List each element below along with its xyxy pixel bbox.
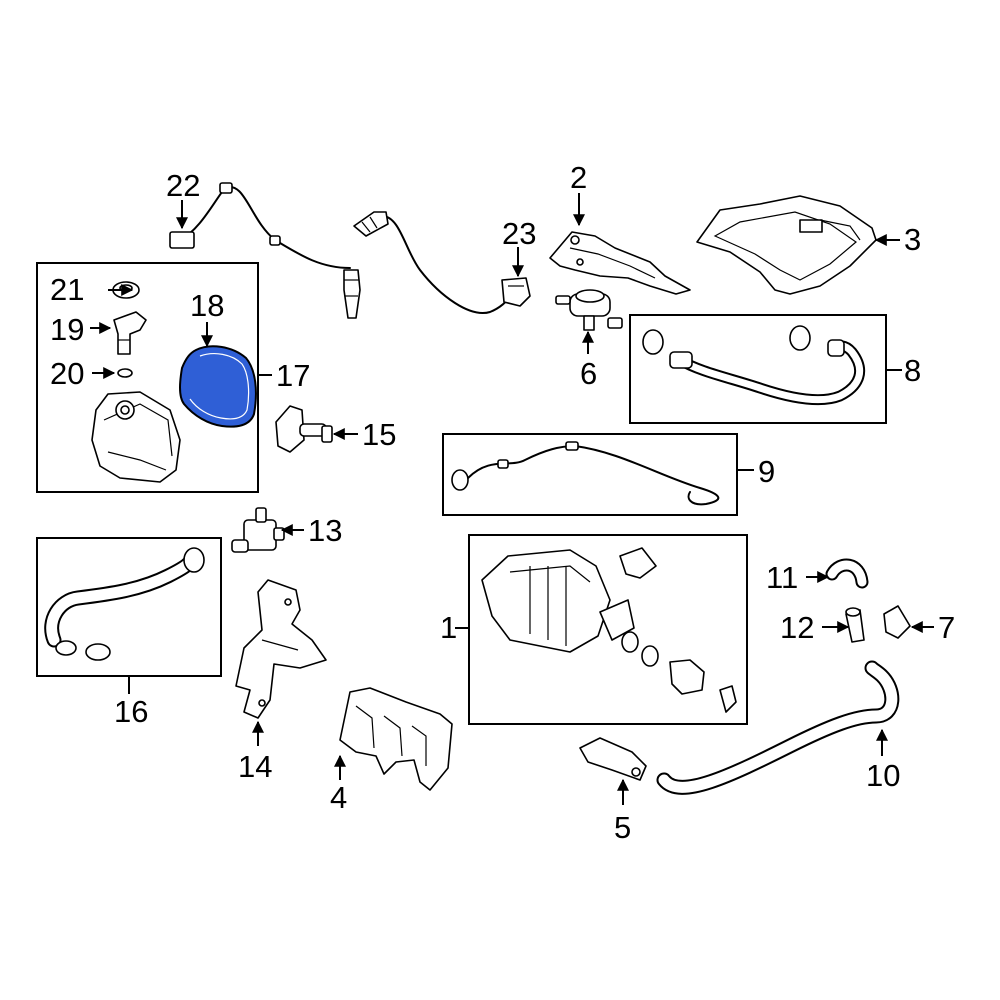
fitting-12 <box>845 607 865 643</box>
bracket-5 <box>579 737 647 781</box>
callout-15: 15 <box>362 417 396 452</box>
connector-7 <box>883 605 911 639</box>
callout-4: 4 <box>330 780 347 815</box>
o-ring-20 <box>117 368 133 378</box>
hose-10 <box>656 660 900 795</box>
callout-20: 20 <box>50 356 84 391</box>
callout-11: 11 <box>766 560 798 595</box>
callout-12: 12 <box>780 610 814 645</box>
gasket-18 <box>179 345 257 428</box>
callout-7: 7 <box>938 610 955 645</box>
callout-16: 16 <box>114 694 148 729</box>
callout-9: 9 <box>758 454 775 489</box>
callout-21: 21 <box>50 272 84 307</box>
bracket-2 <box>549 231 691 295</box>
shield-4 <box>339 687 453 791</box>
canister-1 <box>481 547 737 713</box>
hose-16 <box>44 547 205 661</box>
callout-2: 2 <box>570 160 587 195</box>
skid-plate-3 <box>696 195 877 295</box>
oxygen-sensor-23 <box>353 211 531 318</box>
oxygen-sensor-22 <box>169 182 361 319</box>
callout-18: 18 <box>190 288 224 323</box>
callout-3: 3 <box>904 222 921 257</box>
vapor-hose-8 <box>642 325 866 406</box>
group-box-1 <box>468 534 748 725</box>
callout-23: 23 <box>502 216 536 251</box>
callout-10: 10 <box>866 758 900 793</box>
valve-19 <box>113 311 147 355</box>
group-box-17 <box>36 262 259 493</box>
callout-6: 6 <box>580 356 597 391</box>
group-box-9 <box>442 433 738 516</box>
callout-22: 22 <box>166 168 200 203</box>
bracket-14 <box>235 579 327 719</box>
leader-lines <box>90 193 934 805</box>
callout-labels: 22 2 3 23 6 8 9 17 18 21 19 20 15 13 16 … <box>50 160 955 845</box>
callout-19: 19 <box>50 312 84 347</box>
gasket-highlight <box>179 345 257 428</box>
purge-valve-13 <box>231 507 285 553</box>
group-box-8 <box>629 314 887 424</box>
cover-housing-17 <box>91 391 181 483</box>
callout-8: 8 <box>904 353 921 388</box>
vacuum-valve-6 <box>555 289 623 331</box>
callout-14: 14 <box>238 749 272 784</box>
callout-1: 1 <box>440 610 457 645</box>
pressure-sensor-15 <box>275 405 333 453</box>
elbow-11 <box>825 558 869 589</box>
callout-5: 5 <box>614 810 631 845</box>
sensor-wire-9 <box>451 441 720 506</box>
callout-17: 17 <box>276 358 310 393</box>
callout-13: 13 <box>308 513 342 548</box>
